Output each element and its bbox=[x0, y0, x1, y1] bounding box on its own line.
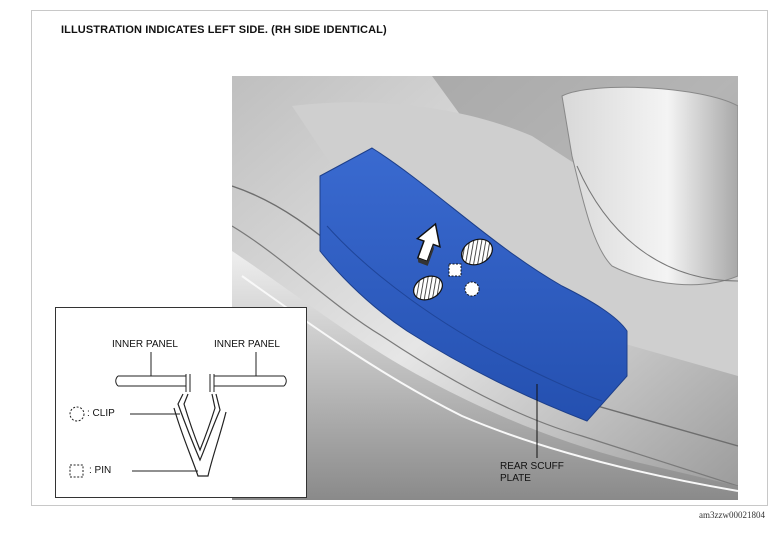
sill-lower-edge bbox=[232, 225, 738, 487]
dashed-circle-icon bbox=[464, 281, 480, 297]
seat-edge bbox=[576, 165, 738, 282]
document-code: am3zzw00021804 bbox=[699, 510, 765, 520]
panel-flange-right bbox=[209, 374, 215, 392]
scuff-label-line2: PLATE bbox=[500, 473, 531, 484]
pin-profile bbox=[173, 407, 227, 477]
cross-section-inset: INNER PANEL INNER PANEL : CLIP : PIN bbox=[55, 307, 307, 498]
door-sill-illustration bbox=[232, 76, 738, 500]
dashed-square-icon bbox=[448, 263, 462, 277]
arrow-up-icon bbox=[415, 222, 441, 266]
inner-panel-right bbox=[214, 375, 284, 387]
panel-flange-left bbox=[185, 374, 191, 392]
cross-section-drawing bbox=[69, 352, 287, 478]
seat bbox=[561, 86, 738, 286]
clip-profile bbox=[177, 393, 221, 462]
sill-highlight bbox=[241, 275, 738, 492]
sill-step bbox=[232, 251, 738, 500]
dashed-square-icon bbox=[69, 464, 84, 478]
dashed-circle-icon bbox=[69, 406, 85, 422]
scuff-label-line1: REAR SCUFF bbox=[500, 461, 564, 472]
scuff-plate-step-edge bbox=[326, 225, 603, 402]
figure-frame bbox=[31, 10, 768, 506]
inner-panel-left-label: INNER PANEL bbox=[112, 339, 178, 350]
hatched-oval-lower bbox=[413, 275, 443, 301]
clip-legend-label: : CLIP bbox=[87, 408, 115, 419]
rear-scuff-plate-label: REAR SCUFF PLATE bbox=[500, 461, 564, 485]
inner-panel-left bbox=[118, 375, 186, 387]
inner-panel-right-label: INNER PANEL bbox=[214, 339, 280, 350]
hatched-oval-upper bbox=[461, 238, 493, 266]
illustration-heading: ILLUSTRATION INDICATES LEFT SIDE. (RH SI… bbox=[61, 24, 387, 36]
pin-legend-label: : PIN bbox=[89, 465, 112, 476]
